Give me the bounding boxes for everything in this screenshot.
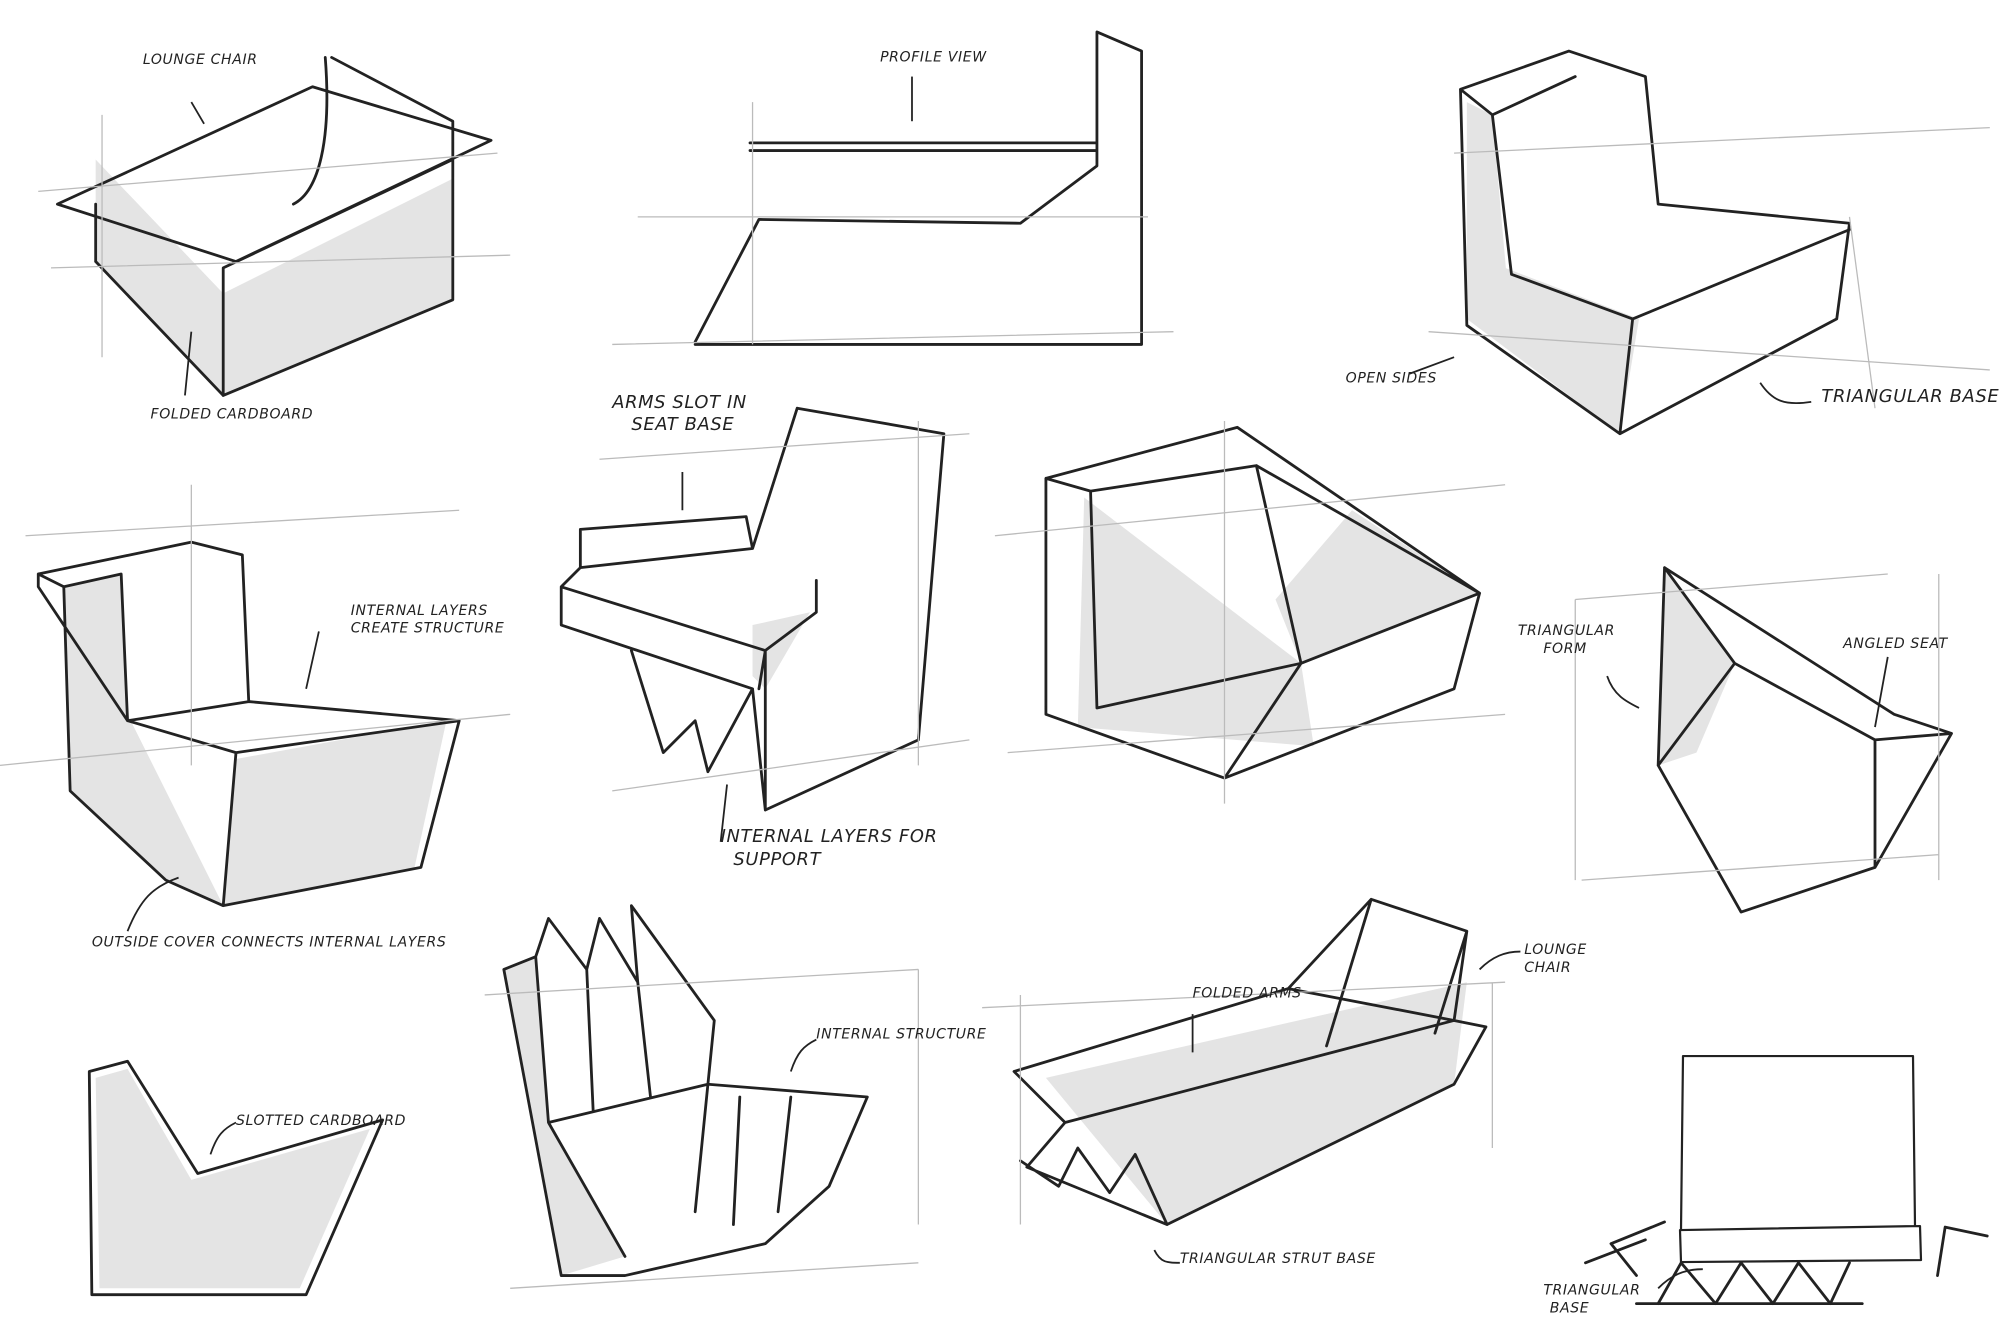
sketch-internal-layers-chair: INTERNAL LAYERS CREATE STRUCTURE OUTSIDE… bbox=[0, 484, 511, 950]
label-base-front: BASE bbox=[1550, 1301, 1590, 1317]
label-profile-view: PROFILE VIEW bbox=[880, 49, 987, 65]
label-lounge: LOUNGE bbox=[1524, 942, 1587, 958]
label-arms-slot-in: ARMS SLOT IN bbox=[611, 392, 747, 413]
label-internal-layers-for: INTERNAL LAYERS FOR bbox=[721, 826, 938, 847]
sketch-lounge-chair-box: LOUNGE CHAIR FOLDED CARDBOARD bbox=[38, 52, 511, 422]
sketch-angular-box-chair bbox=[994, 420, 1506, 804]
sketch-slotted-cardboard: SLOTTED CARDBOARD bbox=[87, 1059, 406, 1297]
label-triangular-base: TRIANGULAR BASE bbox=[1821, 386, 1999, 407]
label-outside-cover: OUTSIDE COVER CONNECTS INTERNAL LAYERS bbox=[92, 934, 447, 950]
sketch-open-sides-chair: OPEN SIDES TRIANGULAR BASE bbox=[1346, 49, 1999, 436]
label-internal-layers: INTERNAL LAYERS bbox=[351, 603, 488, 619]
sketch-profile-view: PROFILE VIEW bbox=[612, 30, 1174, 346]
sketch-internal-structure: INTERNAL STRUCTURE bbox=[484, 904, 986, 1289]
label-lounge-chair: LOUNGE CHAIR bbox=[143, 52, 258, 68]
label-triangular-front: TRIANGULAR bbox=[1543, 1283, 1640, 1299]
label-folded-arms: FOLDED ARMS bbox=[1193, 985, 1302, 1001]
label-open-sides: OPEN SIDES bbox=[1346, 371, 1437, 387]
label-triangular-strut-base: TRIANGULAR STRUT BASE bbox=[1180, 1251, 1376, 1267]
sketch-folded-arms-lounge: FOLDED ARMS LOUNGE CHAIR TRIANGULAR STRU… bbox=[982, 897, 1587, 1267]
label-support: SUPPORT bbox=[733, 849, 822, 870]
label-angled-seat: ANGLED SEAT bbox=[1842, 636, 1949, 652]
sketch-front-triangular-base: TRIANGULAR BASE bbox=[1543, 1054, 1989, 1317]
label-create-structure: CREATE STRUCTURE bbox=[351, 621, 505, 637]
label-chair: CHAIR bbox=[1524, 960, 1571, 976]
label-slotted-cardboard: SLOTTED CARDBOARD bbox=[236, 1113, 406, 1129]
label-triangular: TRIANGULAR bbox=[1518, 623, 1615, 639]
sketch-arms-slot-chair: ARMS SLOT IN SEAT BASE INTERNAL LAYERS F… bbox=[559, 392, 970, 870]
label-internal-structure: INTERNAL STRUCTURE bbox=[816, 1026, 986, 1042]
sketch-triangular-form: TRIANGULAR FORM ANGLED SEAT bbox=[1518, 566, 1953, 914]
label-seat-base: SEAT BASE bbox=[631, 414, 734, 435]
label-folded-cardboard: FOLDED CARDBOARD bbox=[151, 406, 314, 422]
label-form: FORM bbox=[1543, 641, 1586, 657]
